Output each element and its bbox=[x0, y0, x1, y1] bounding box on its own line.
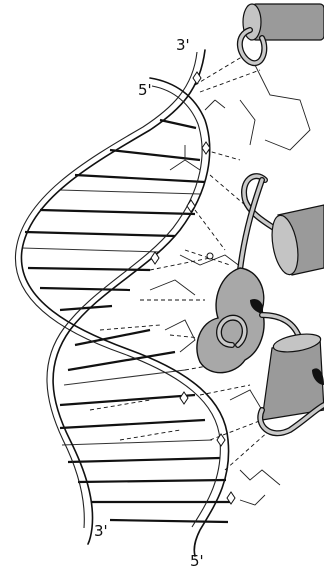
strand-label-top-5prime: 5' bbox=[138, 81, 152, 99]
protein-helix-bottom bbox=[260, 315, 324, 433]
strand-label-top-3prime: 3' bbox=[176, 36, 190, 54]
protein-helix-top bbox=[240, 4, 324, 63]
base-pair-rungs bbox=[22, 120, 230, 522]
protein-domain-blob bbox=[197, 268, 264, 373]
strand-label-bottom-5prime: 5' bbox=[190, 552, 204, 570]
strand-label-bottom-3prime: 3' bbox=[94, 522, 108, 540]
